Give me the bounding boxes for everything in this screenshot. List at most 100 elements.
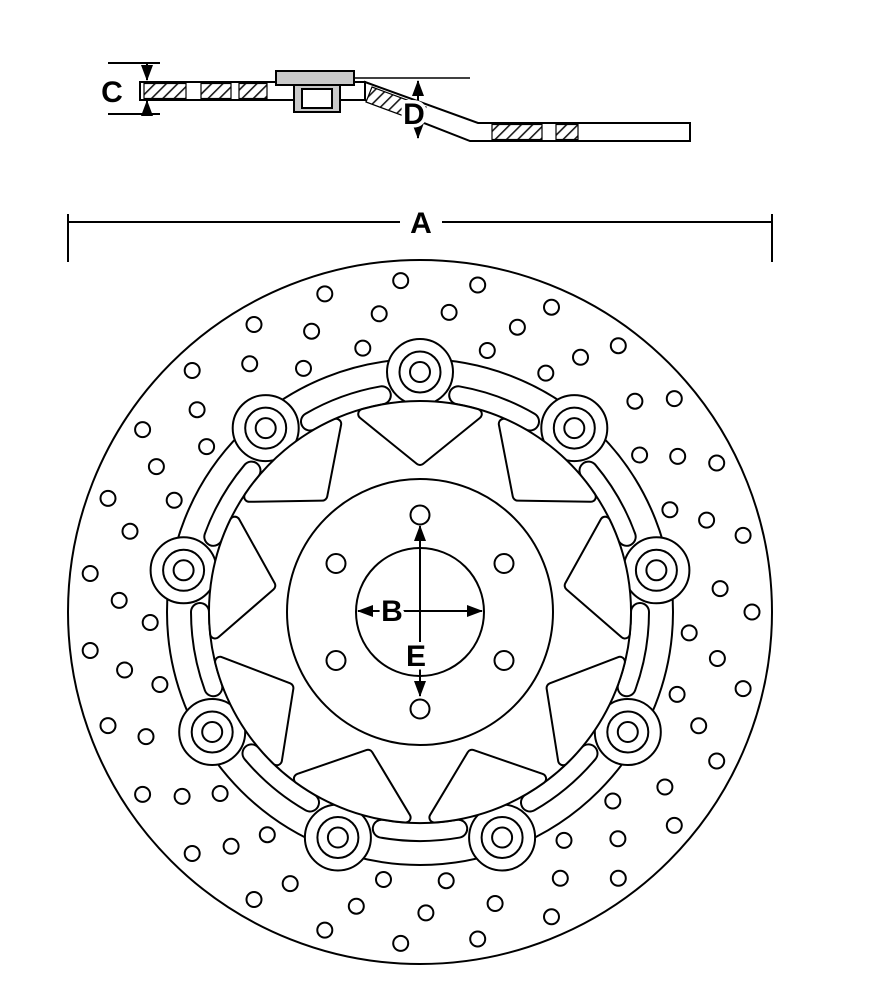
- carrier-window-core: [245, 419, 341, 501]
- dimension-c-label: C: [101, 76, 123, 109]
- drill-hole: [141, 614, 159, 631]
- carrier-window-core: [216, 657, 293, 765]
- carrier-slot-core: [373, 820, 467, 840]
- drill-hole: [417, 904, 435, 922]
- drill-hole: [743, 603, 761, 621]
- float-button-inner: [254, 417, 277, 440]
- drill-hole: [354, 339, 372, 357]
- dimension-d-label: D: [403, 98, 425, 131]
- drill-hole: [370, 305, 388, 323]
- carrier-slot-core: [522, 745, 597, 811]
- bolt-hole: [409, 504, 431, 526]
- float-button-inner: [563, 417, 586, 440]
- drill-holes: [81, 272, 761, 952]
- drill-hole: [116, 661, 134, 679]
- carrier-slot-core: [450, 387, 538, 430]
- drill-hole: [316, 921, 334, 939]
- carrier-slot-core: [618, 604, 648, 696]
- drill-hole: [609, 830, 627, 848]
- hatch-segment: [555, 123, 579, 141]
- float-button-inner: [409, 361, 431, 383]
- drill-hole: [375, 871, 392, 888]
- drill-hole: [183, 362, 201, 379]
- drill-hole: [245, 891, 263, 908]
- dimension-e: E: [402, 525, 430, 697]
- carrier-slots: [190, 385, 650, 842]
- drill-hole: [281, 875, 299, 893]
- drill-hole: [690, 717, 708, 735]
- drill-hole: [392, 272, 410, 290]
- hatch-segment: [238, 82, 268, 100]
- carrier-window-core: [359, 402, 481, 464]
- drill-hole: [543, 298, 560, 316]
- drill-hole: [241, 355, 259, 373]
- drill-hole: [669, 447, 687, 465]
- drill-hole: [222, 837, 240, 855]
- drill-hole: [99, 489, 117, 507]
- drill-hole: [680, 624, 698, 642]
- drill-hole: [478, 342, 496, 359]
- dimension-d: D: [400, 80, 428, 139]
- float-button-inner: [201, 721, 224, 743]
- drill-hole: [81, 565, 99, 582]
- drill-hole: [134, 785, 152, 803]
- drill-hole: [137, 728, 155, 746]
- carrier-slot-core: [205, 462, 260, 545]
- bolt-hole: [409, 698, 431, 720]
- drill-hole: [656, 778, 674, 796]
- drill-hole: [198, 438, 216, 456]
- bolt-hole: [493, 650, 515, 671]
- hatch-segment: [143, 82, 187, 100]
- drill-hole: [99, 717, 117, 735]
- bolt-hole: [325, 553, 347, 574]
- hub-circle: [286, 478, 554, 746]
- drill-hole: [437, 872, 455, 890]
- dimension-a-label: A: [410, 207, 432, 240]
- drill-hole: [469, 276, 487, 294]
- drill-hole: [486, 895, 504, 912]
- drill-hole: [711, 580, 729, 598]
- drill-hole: [668, 685, 686, 703]
- drill-hole: [151, 676, 169, 693]
- dimension-b: B: [357, 592, 483, 632]
- carrier-window-core: [565, 517, 631, 638]
- drill-hole: [698, 511, 716, 529]
- dimension-b-label: B: [381, 595, 403, 628]
- drill-hole: [604, 792, 622, 810]
- carrier-window-core: [499, 419, 595, 501]
- carrier-window-core: [209, 517, 275, 638]
- dimension-c: C: [98, 62, 160, 116]
- carrier-slot-core: [302, 387, 390, 430]
- drill-hole: [81, 642, 99, 659]
- drill-hole: [543, 908, 560, 926]
- drill-hole: [665, 816, 683, 834]
- drill-hole: [469, 930, 487, 948]
- carrier-window-core: [547, 657, 624, 765]
- drill-hole: [551, 869, 569, 887]
- drill-hole: [165, 491, 183, 509]
- drill-hole: [188, 401, 206, 419]
- drill-hole: [303, 322, 321, 340]
- front-view: A E B: [67, 204, 773, 965]
- drill-hole: [555, 831, 573, 849]
- bolt-holes: [325, 504, 515, 720]
- drill-hole: [508, 318, 526, 336]
- drill-hole: [347, 897, 365, 915]
- bolt-hole: [493, 553, 515, 574]
- drill-hole: [734, 526, 752, 544]
- cross-section-view: C D: [98, 62, 691, 142]
- drill-hole: [626, 392, 644, 410]
- right-plate: [364, 80, 691, 142]
- drill-hole: [631, 446, 649, 464]
- drill-hole: [665, 390, 683, 408]
- dimension-e-label: E: [406, 640, 426, 673]
- drill-hole: [537, 364, 555, 382]
- drill-hole: [609, 869, 627, 887]
- float-button-inner: [172, 559, 195, 582]
- drill-hole: [183, 845, 201, 862]
- drill-hole: [708, 454, 726, 472]
- carrier-slot-core: [192, 604, 222, 696]
- drill-hole: [734, 680, 752, 698]
- drill-hole: [110, 591, 128, 609]
